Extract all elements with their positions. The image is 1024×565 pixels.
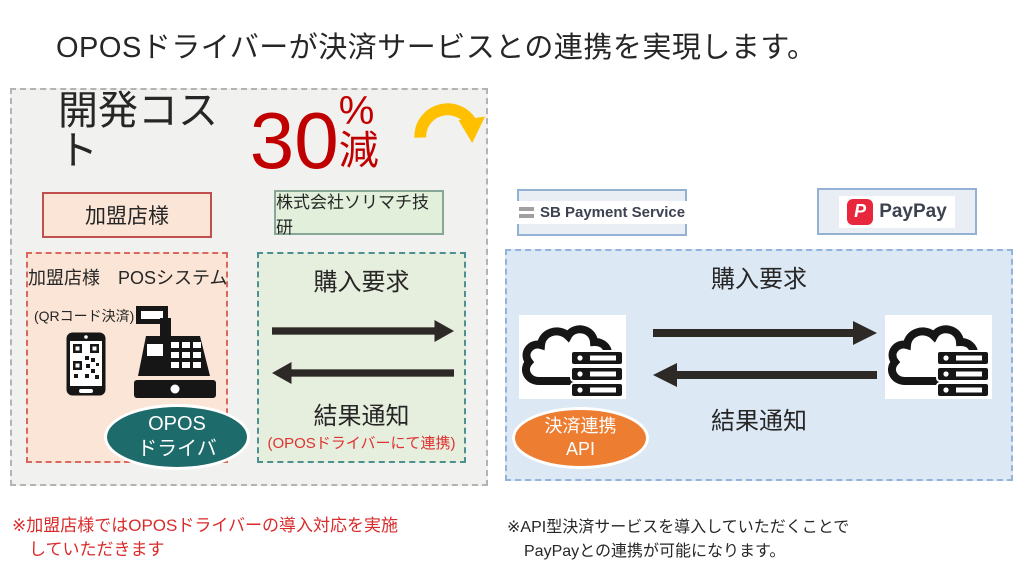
merchant-footnote: ※加盟店様ではOPOSドライバーの導入対応を実施 していただきます <box>12 514 398 562</box>
opos-driver-line1: OPOS <box>148 413 206 435</box>
cost-reduction-headline: 開発コスト 30 %減 <box>58 91 486 186</box>
paypay-mark-icon: P <box>847 198 874 225</box>
softbank-bars-icon <box>518 207 534 218</box>
cost-headline-prefix: 開発コスト <box>58 89 218 173</box>
api-flow-panel: 購入要求 <box>505 249 1013 481</box>
request-arrow-icon <box>653 321 877 345</box>
api-footnote-line2: PayPayとの連携が可能になります。 <box>524 543 786 560</box>
response-arrow-icon <box>653 363 877 387</box>
purchase-request-label: 購入要求 <box>313 269 410 296</box>
smartphone-qr-icon <box>66 332 106 396</box>
paypay-logo: P PayPay <box>839 195 955 228</box>
merchant-footnote-line1: ※加盟店様ではOPOSドライバーの導入対応を実施 <box>12 516 399 535</box>
cost-headline-suffix: %減 <box>338 89 379 173</box>
cloud-server-icon <box>885 315 992 399</box>
page-title: OPOSドライバーが決済サービスとの連携を実現します。 <box>56 32 817 64</box>
opos-link-note: (OPOSドライバーにて連携) <box>267 435 456 452</box>
cost-down-arrow-icon <box>414 103 486 144</box>
result-notice-label-right: 結果通知 <box>711 408 807 435</box>
cloud-server-icon <box>519 315 626 399</box>
api-footnote: ※API型決済サービスを導入していただくことで PayPayとの連携が可能になり… <box>507 516 849 564</box>
request-arrow-icon <box>272 320 454 342</box>
result-notice-label: 結果通知 <box>313 403 410 430</box>
response-arrow-icon <box>272 362 454 384</box>
opos-driver-panel: 開発コスト 30 %減 加盟店様 株式会社ソリマチ技研 加盟店様 POSシステム… <box>10 88 488 486</box>
pos-system-box: 加盟店様 POSシステム (QRコード決済) <box>26 252 250 470</box>
opos-flow-box: 購入要求 結果通知 (OPOSドライバーにて連携) <box>257 252 466 463</box>
merchant-label-box: 加盟店様 <box>42 192 212 238</box>
sb-payment-logo: SB Payment Service <box>510 201 694 224</box>
api-footnote-line1: ※API型決済サービスを導入していただくことで <box>507 519 850 536</box>
payment-api-ellipse: 決済連携 API <box>512 407 649 469</box>
paypay-logo-text: PayPay <box>879 200 947 222</box>
sb-payment-logo-text: SB Payment Service <box>539 204 686 221</box>
cost-headline-number: 30 <box>249 96 339 186</box>
cash-register-icon <box>134 306 216 398</box>
payment-api-line1: 決済連携 <box>544 415 617 436</box>
sorimachi-label-box: 株式会社ソリマチ技研 <box>274 190 444 237</box>
qr-payment-label: (QRコード決済) <box>34 308 135 324</box>
opos-driver-line2: ドライバ <box>137 438 217 460</box>
purchase-request-label-right: 購入要求 <box>711 266 807 293</box>
paypay-box: P PayPay <box>817 188 977 235</box>
merchant-footnote-line2: していただきます <box>29 540 165 560</box>
sb-payment-service-box: SB Payment Service <box>510 189 694 236</box>
opos-driver-ellipse: OPOS ドライバ <box>104 404 250 470</box>
pos-system-title: 加盟店様 POSシステム <box>28 268 228 288</box>
merchant-label: 加盟店様 <box>85 205 169 228</box>
sorimachi-label: 株式会社ソリマチ技研 <box>276 192 429 237</box>
payment-api-line2: API <box>565 439 595 459</box>
